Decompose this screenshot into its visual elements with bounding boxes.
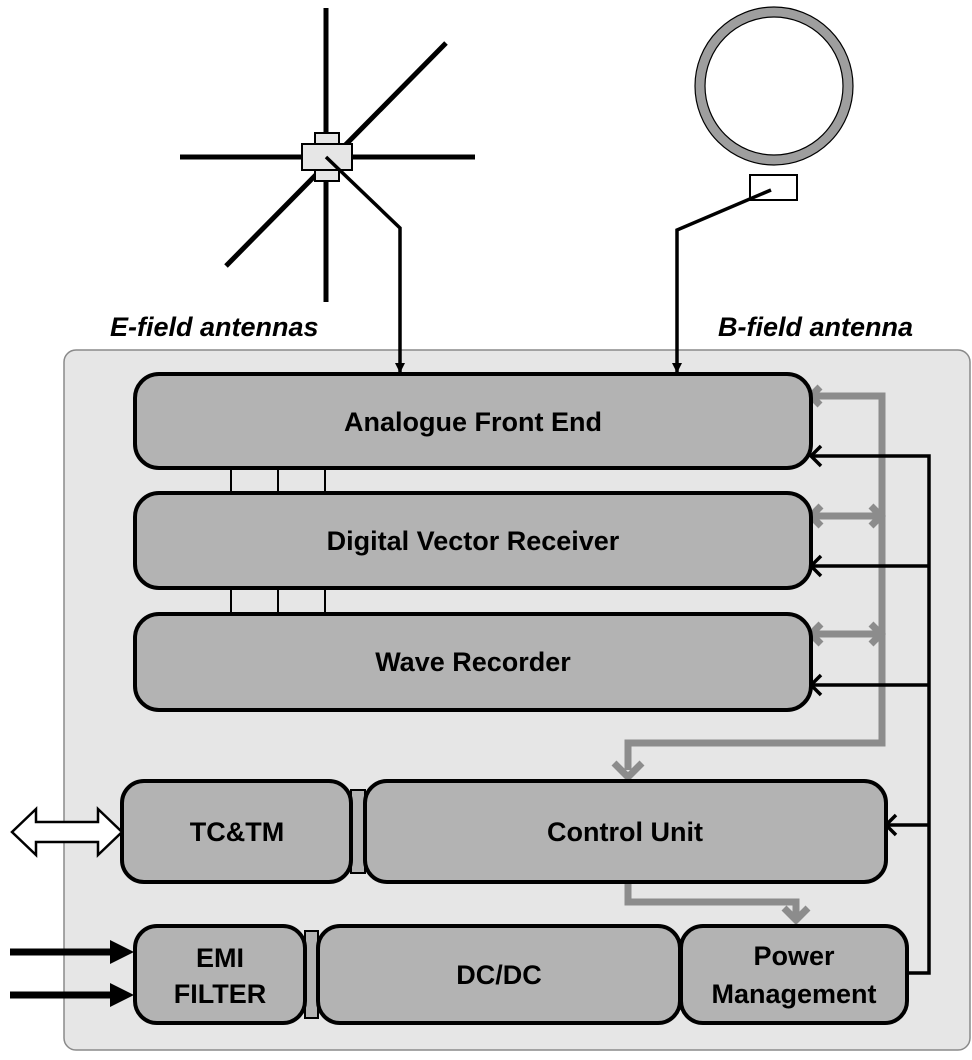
emi-filter-label-line2: FILTER [174,979,266,1009]
tctm-interface-arrow-icon [10,806,124,858]
e-field-signal-line [324,155,405,373]
b-field-signal-line [672,188,772,373]
tc-tm-label: TC&TM [190,817,284,847]
wave-recorder-label: Wave Recorder [375,647,571,677]
dc-dc-block: DC/DC [316,924,682,1025]
control-unit-block: Control Unit [363,779,888,884]
wave-recorder-block: Wave Recorder [133,612,813,712]
power-input-arrows [10,940,134,1007]
digital-vector-receiver-label: Digital Vector Receiver [327,526,620,556]
b-field-antenna-icon [694,6,854,201]
e-field-antenna-icon [180,8,475,302]
digital-vector-receiver-block: Digital Vector Receiver [133,491,813,590]
tc-tm-block: TC&TM [120,779,353,884]
power-management-label-line2: Management [711,979,876,1009]
emi-filter-block: EMI FILTER [133,924,307,1025]
analogue-front-end-block: Analogue Front End [133,372,813,470]
dc-dc-label: DC/DC [456,960,542,990]
tctm-control-connector [350,789,366,874]
power-management-label-line1: Power [753,941,835,971]
control-unit-label: Control Unit [547,817,703,847]
b-field-antenna-label: B-field antenna [718,312,913,342]
emi-filter-label-line1: EMI [196,943,244,973]
power-management-block: Power Management [679,924,909,1025]
e-field-antennas-label: E-field antennas [110,312,319,342]
analogue-front-end-label: Analogue Front End [344,407,602,437]
